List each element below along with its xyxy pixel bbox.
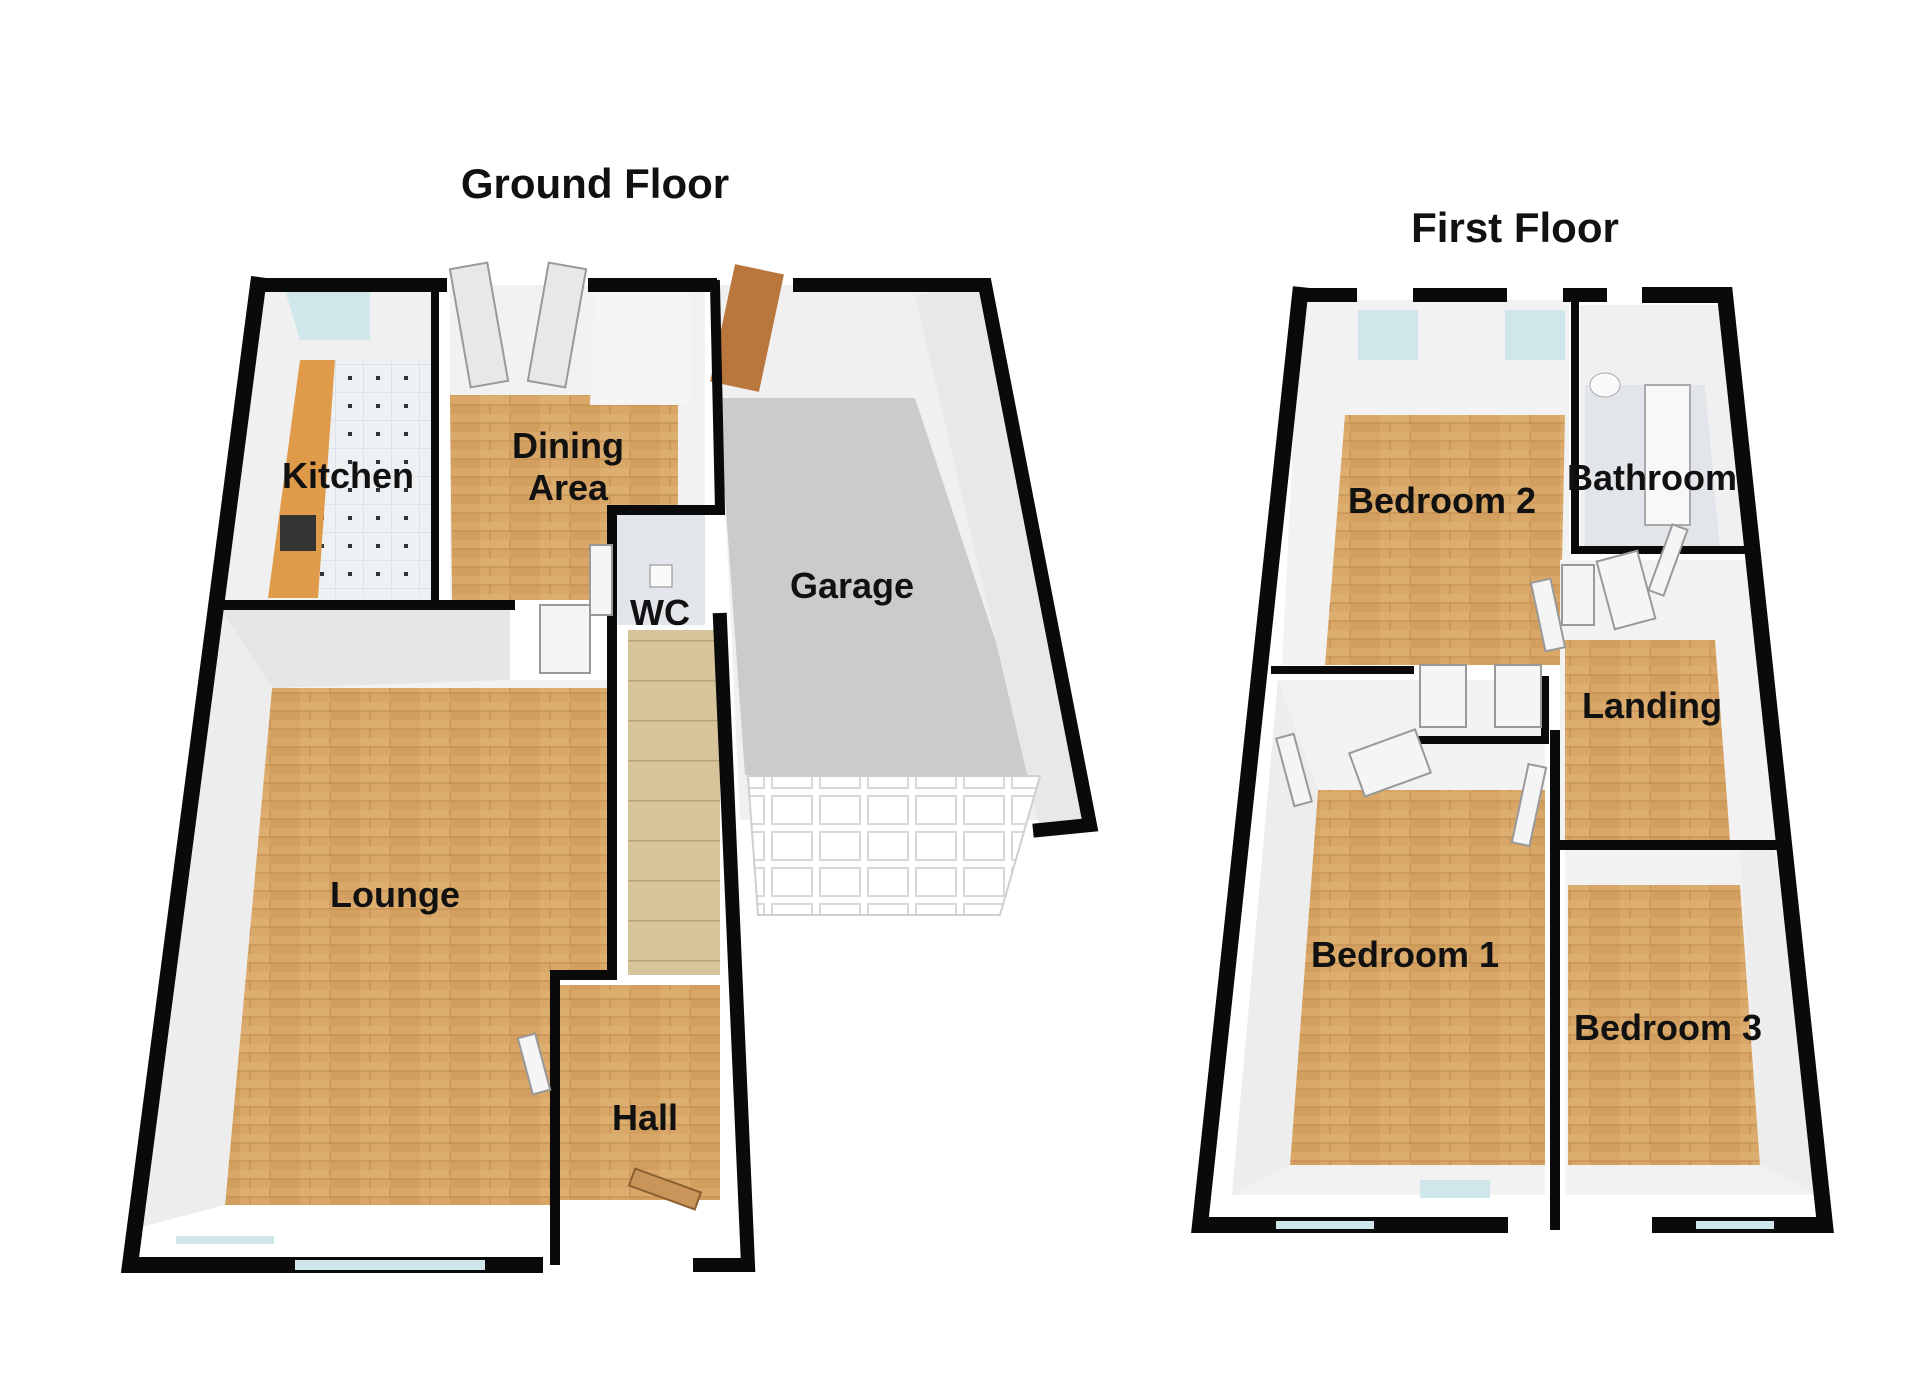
ground-floor-plan: Ground Floor xyxy=(120,160,1099,1273)
hall-label: Hall xyxy=(612,1097,678,1138)
wc-room xyxy=(612,515,705,625)
kitchen-label: Kitchen xyxy=(282,455,414,496)
bedroom-3-label: Bedroom 3 xyxy=(1574,1007,1762,1048)
wc-label: WC xyxy=(630,592,690,633)
bedroom-1-label: Bedroom 1 xyxy=(1311,934,1499,975)
first-floor-doors xyxy=(1275,523,1689,848)
bedroom-1-room xyxy=(1232,680,1545,1198)
ground-floor-walls xyxy=(120,276,1099,1273)
ground-floor-title: Ground Floor xyxy=(461,160,729,207)
bedroom-2-room xyxy=(1282,300,1570,665)
bedroom-2-label: Bedroom 2 xyxy=(1348,480,1536,521)
dining-area-label-line2: Area xyxy=(528,467,609,508)
bathroom-room xyxy=(1580,305,1745,550)
garage-room xyxy=(710,264,1090,916)
first-floor-title: First Floor xyxy=(1411,204,1619,251)
first-floor-walls xyxy=(1191,286,1834,1233)
kitchen-room xyxy=(220,290,435,608)
first-floor-plan: First Floor xyxy=(1191,204,1834,1233)
landing-label: Landing xyxy=(1582,685,1722,726)
dining-area-room xyxy=(450,285,705,600)
hall-room xyxy=(555,985,720,1200)
bedroom-3-room xyxy=(1565,850,1820,1195)
lounge-label: Lounge xyxy=(330,874,460,915)
landing-room xyxy=(1560,560,1785,840)
staircase xyxy=(628,630,720,975)
lounge-room xyxy=(130,608,612,1230)
ground-floor-doors xyxy=(448,261,703,1211)
bathroom-label: Bathroom xyxy=(1567,457,1737,498)
dining-area-label-line1: Dining xyxy=(512,425,624,466)
garage-label: Garage xyxy=(790,565,914,606)
